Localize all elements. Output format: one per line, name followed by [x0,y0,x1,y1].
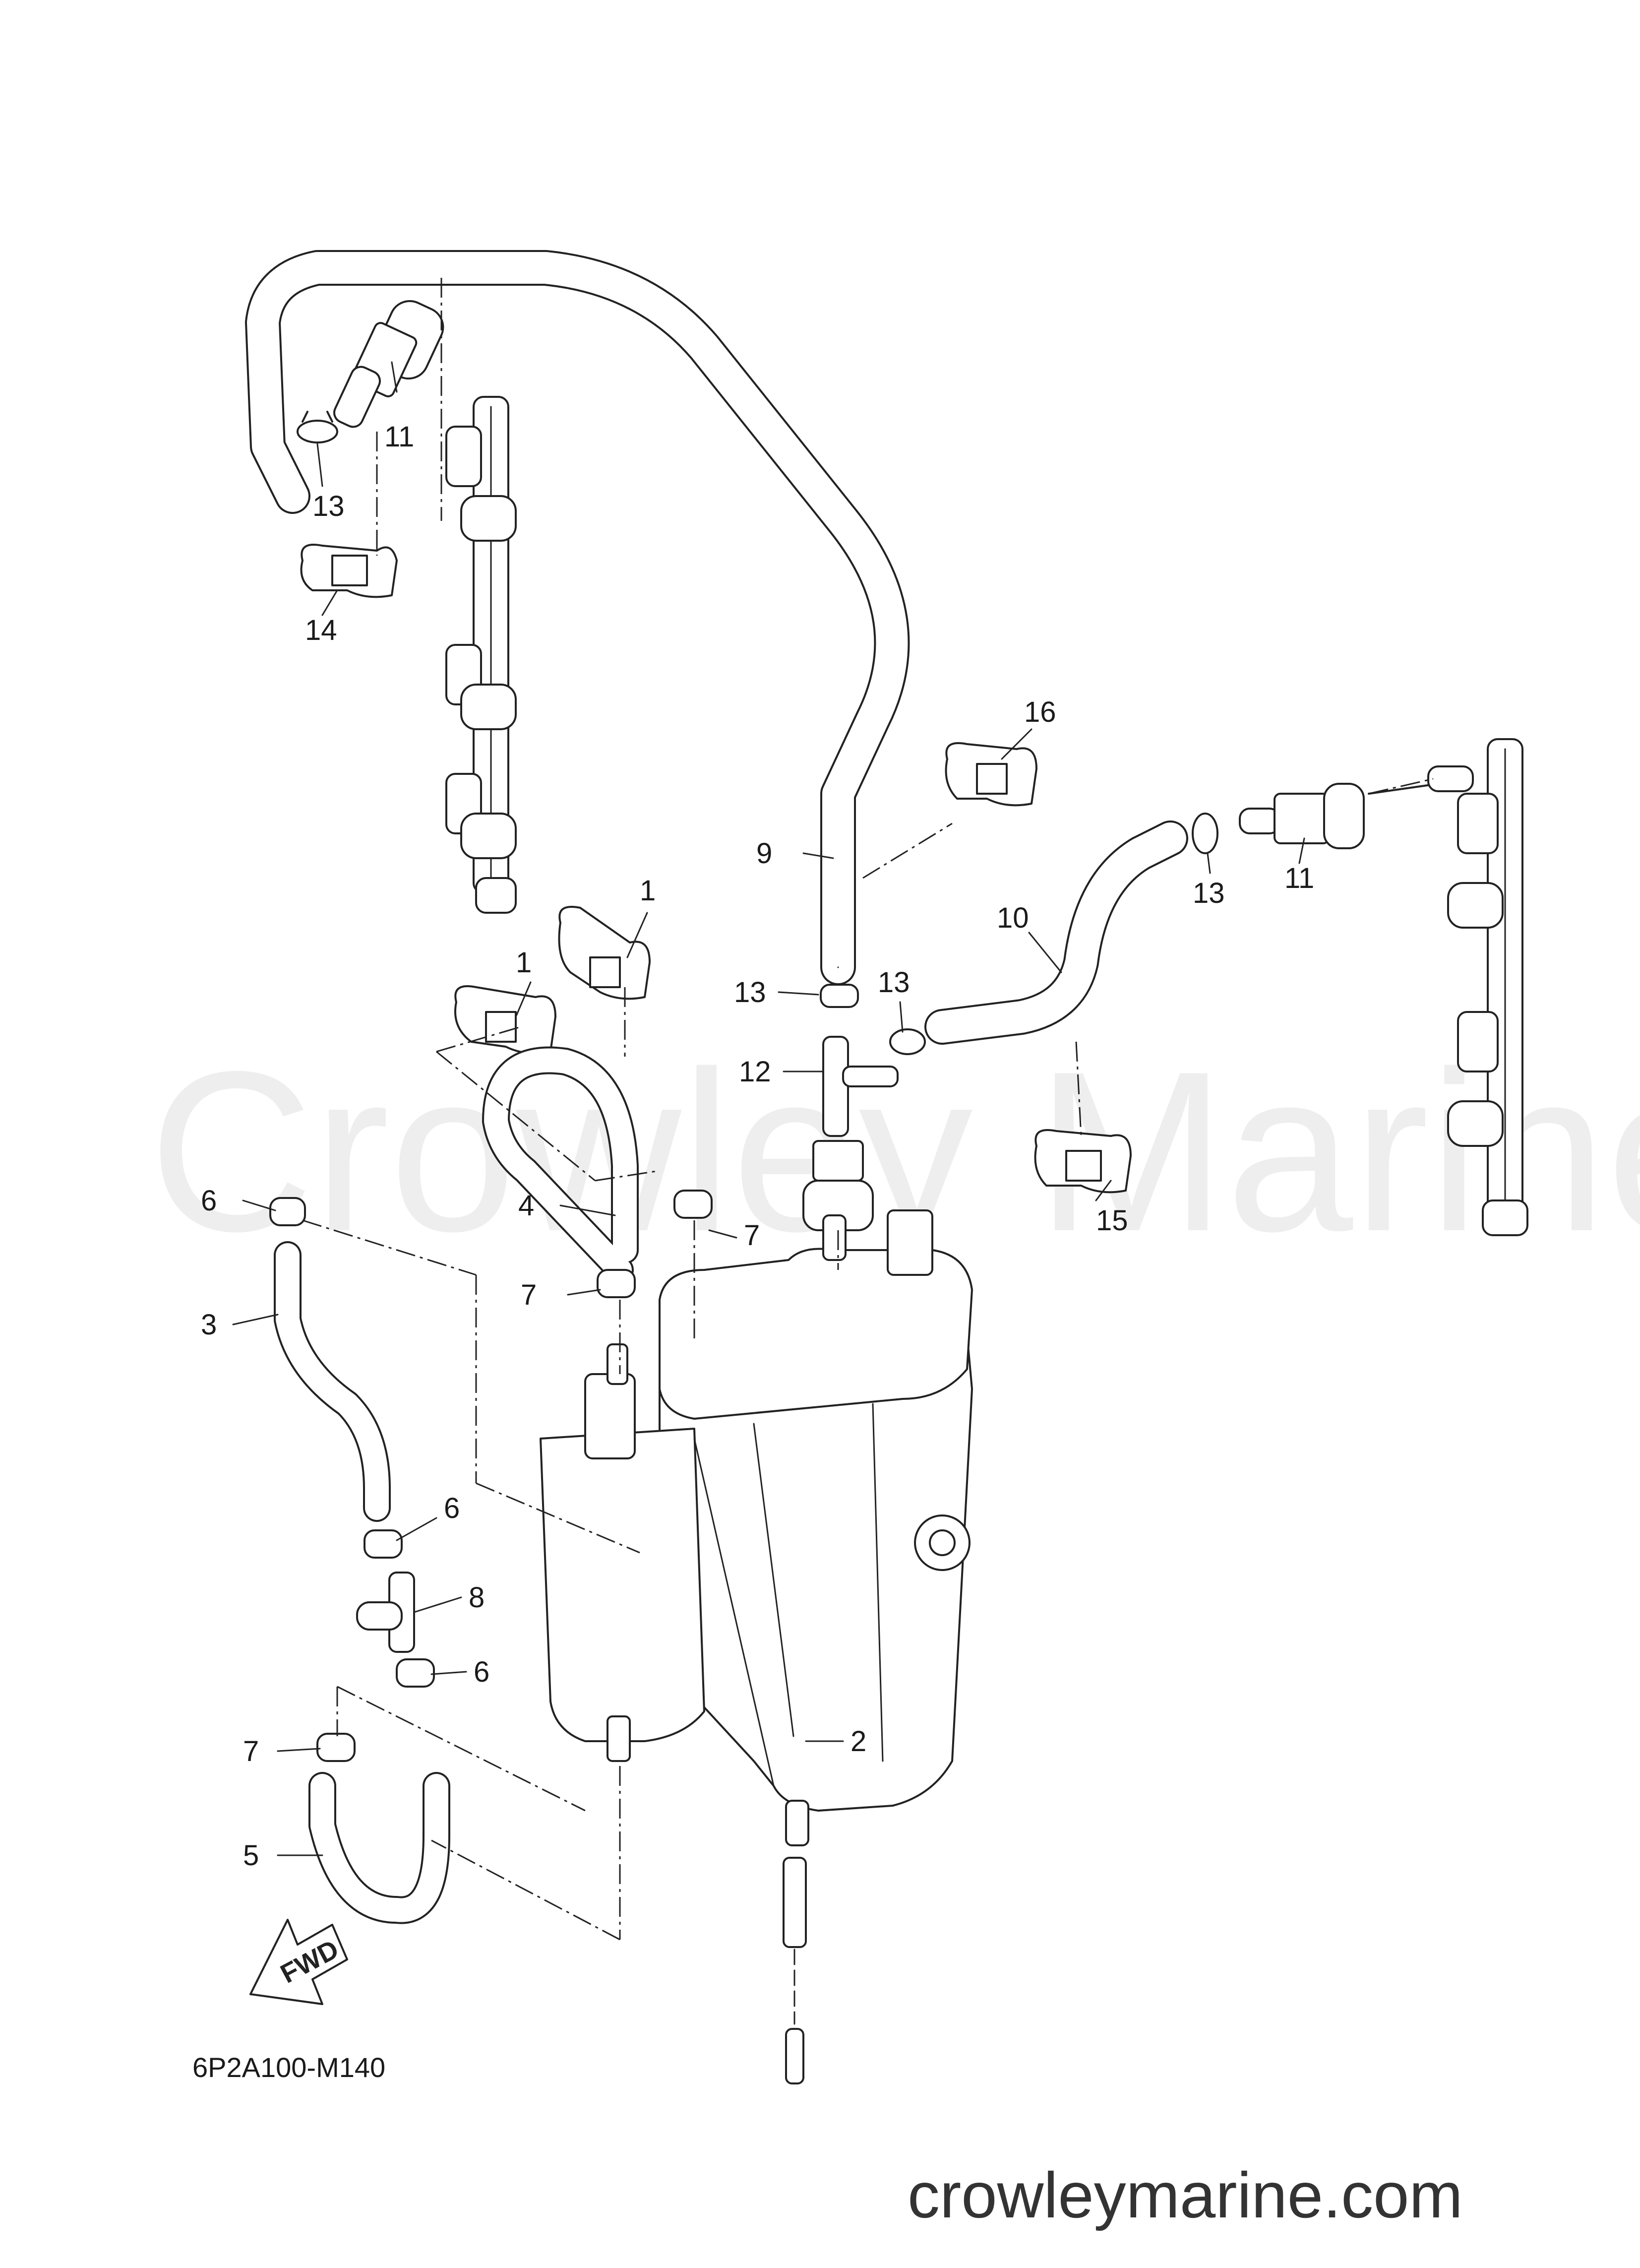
clamp-6-mid [364,1529,403,1559]
callout-14: 14 [305,614,337,646]
holder-15 [1034,1129,1132,1194]
clamp-6-lower [396,1658,435,1688]
fwd-arrow-icon: FWD [249,1919,348,2005]
callout-3: 3 [201,1309,217,1341]
quick-connector-11-upper [333,300,444,428]
assembly-lines [302,278,1434,1941]
website-url: crowleymarine.com [908,2159,1463,2231]
holder-14 [300,544,398,598]
holder-1-upper [558,906,651,1000]
callout-15: 15 [1096,1204,1128,1237]
holder-16 [945,742,1037,807]
callout-4: 4 [518,1190,534,1222]
diagram-code: 6P2A100-M140 [192,2052,385,2083]
hose-3 [274,1241,391,1522]
vapor-separator-assembly [540,1209,973,1846]
left-fuel-rail [445,396,517,914]
callout-16: 16 [1024,696,1056,728]
callout-labels: 1 1 2 3 4 5 6 6 6 7 7 7 8 9 10 11 11 12 … [201,421,1314,1872]
quick-connector-11-right [1239,765,1474,849]
callout-6-lower: 6 [474,1656,489,1688]
joint-12 [802,1036,899,1231]
hose-2 [783,1857,807,2084]
hose-9 [245,250,910,985]
callout-11-right: 11 [1284,862,1314,894]
hose-4 [482,1046,639,1284]
callout-13-center: 13 [734,976,766,1008]
callout-2: 2 [850,1725,866,1758]
clamp-7-right [673,1190,713,1219]
callout-11-upper: 11 [384,421,414,453]
callout-9: 9 [756,837,772,870]
callout-13-mid: 13 [878,966,910,999]
callout-10: 10 [997,902,1029,934]
callout-8: 8 [469,1581,485,1614]
hose-10 [924,820,1188,1045]
callout-leaders [232,361,1305,1856]
joint-8 [356,1572,415,1653]
clamp-13-mid [889,1028,926,1055]
callout-13-upper-left: 13 [312,490,345,522]
callout-5: 5 [243,1839,259,1872]
callout-6-top: 6 [201,1185,217,1217]
hose-5 [308,1772,450,1924]
callout-7-lower: 7 [243,1735,259,1767]
clamp-13-center [820,984,859,1008]
clamp-13-upper-left [297,411,338,443]
callout-7-center: 7 [521,1279,537,1311]
callout-6-mid: 6 [444,1492,460,1524]
callout-7-right: 7 [744,1219,760,1252]
clamp-6-top [269,1197,306,1226]
right-fuel-rail [1447,738,1528,1236]
callout-12: 12 [739,1056,771,1088]
callout-1-lower: 1 [516,946,532,979]
callout-13-right: 13 [1193,877,1225,909]
clamp-7-center [597,1269,636,1298]
clamp-13-right [1192,813,1218,854]
holder-1-lower [454,985,556,1055]
callout-1-upper: 1 [640,875,656,907]
clamp-7-lower [316,1733,356,1762]
